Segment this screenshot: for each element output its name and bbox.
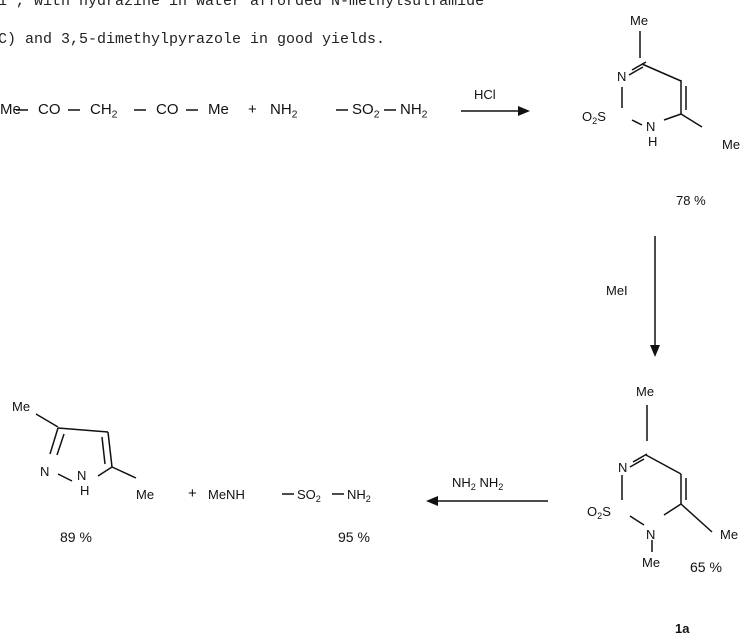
product2-me-bottom: Me	[642, 555, 661, 570]
text-line-2: C) and 3,5-dimethylpyrazole in good yiel…	[0, 31, 386, 48]
bond-s-n	[629, 515, 645, 526]
bond-c3-n	[49, 427, 59, 455]
bond-c5-me	[111, 466, 137, 479]
bond-c-me	[680, 113, 703, 128]
product2-me-right: Me	[720, 527, 739, 542]
bond-c3-n-double	[56, 433, 65, 456]
bond-n-nh	[57, 473, 73, 482]
bond-c-n	[663, 503, 682, 516]
methylsulfamide-yield: 95 %	[338, 529, 370, 545]
atom-me: Me	[0, 101, 21, 118]
pyrazole-me-top: Me	[12, 399, 31, 414]
plus-sign-1: +	[248, 101, 257, 118]
acac-me-2: Me	[208, 101, 229, 118]
pyrazole-nh-h: H	[80, 483, 90, 498]
product1-yield: 78 %	[676, 193, 706, 208]
plus-sign-2: +	[188, 485, 197, 502]
pyrazole-n: N	[40, 464, 50, 479]
sulfamide-so2: SO2	[352, 101, 380, 121]
bond-c3-c4	[57, 427, 109, 433]
bond-c-nh	[663, 113, 682, 121]
bond-c-ch	[641, 63, 682, 82]
bond-n-c-double	[628, 66, 644, 76]
bond-n-c	[632, 453, 648, 463]
sulfamide-nh2-a: NH2	[270, 101, 298, 121]
methylsulfamide-nh2: NH2	[347, 487, 371, 505]
arrow-3-head	[426, 496, 438, 506]
methylsulfamide-menh: MeNH	[208, 487, 245, 502]
bond-n-c-double	[629, 458, 645, 468]
bond-s-nh	[631, 119, 643, 126]
bond-c-me	[680, 503, 713, 533]
text-line-1: 1 , with hydrazine in water afforded N-m…	[0, 0, 485, 10]
bond-c-ch	[645, 454, 682, 475]
methylsulfamide-so2: SO2	[297, 487, 321, 505]
bond-c5-nh	[97, 466, 113, 477]
product2-yield: 65 %	[690, 559, 722, 575]
product1-n: N	[617, 69, 627, 84]
acac-formula: Me	[0, 102, 21, 117]
product2-n: N	[618, 460, 628, 475]
bond-c4-c5-double	[101, 436, 106, 465]
product2-me-top: Me	[636, 384, 655, 399]
bond-n-c	[631, 61, 647, 71]
sulfamide-nh2-b: NH2	[400, 101, 428, 121]
product2-n2: N	[646, 527, 656, 542]
pyrazole-nh-n: N	[77, 468, 87, 483]
product1-nh-n: N	[646, 119, 656, 134]
reagent-hcl: HCl	[474, 87, 496, 102]
pyrazole-yield: 89 %	[60, 529, 92, 545]
acac-co-2: CO	[156, 101, 179, 118]
product1-nh-h: H	[648, 134, 658, 149]
arrow-1-head	[518, 106, 530, 116]
product2-o2s: O2S	[587, 504, 611, 522]
acac-ch2: CH2	[90, 101, 118, 121]
arrow-2-head	[650, 345, 660, 357]
reagent-hydrazine: NH2 NH2	[452, 475, 504, 493]
pyrazole-me-right: Me	[136, 487, 155, 502]
bond-c4-c5	[107, 431, 113, 468]
bond-me-c3	[35, 413, 59, 428]
product2-label: 1a	[675, 621, 690, 636]
product1-me-right: Me	[722, 137, 741, 152]
reagent-mei: MeI	[606, 283, 628, 298]
product1-o2s: O2S	[582, 109, 606, 127]
product1-me-top: Me	[630, 13, 649, 28]
acac-co-1: CO	[38, 101, 61, 118]
